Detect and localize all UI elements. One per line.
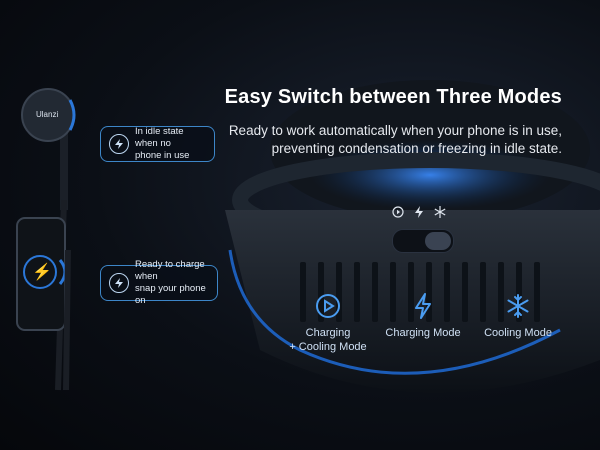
callout-idle: In idle state when no phone in use [100, 126, 215, 162]
device-mode-indicators [392, 206, 446, 221]
device-brand-label: Ulanzi [36, 110, 59, 119]
snowflake-icon [434, 206, 446, 221]
mode-label: Cooling Mode [484, 327, 552, 339]
lightning-icon [414, 206, 424, 221]
lightning-icon [109, 134, 129, 154]
mode-charging: Charging Mode [383, 292, 463, 340]
mode-label: Charging + Cooling Mode [289, 327, 367, 353]
mode-switch[interactable] [392, 229, 454, 253]
lightning-icon [109, 273, 129, 293]
mode-label: Charging Mode [385, 327, 461, 339]
mode-switch-knob[interactable] [425, 232, 451, 250]
callout-charge-text: Ready to charge when snap your phone on [135, 259, 206, 306]
headline: Easy Switch between Three Modes [224, 86, 562, 108]
phone-charge-icon: ⚡ [32, 264, 52, 281]
snowflake-icon [507, 294, 529, 318]
callout-idle-text: In idle state when no phone in use [135, 126, 190, 161]
vent-bars [300, 262, 540, 322]
play-circle-icon [316, 294, 340, 318]
device-phone [16, 217, 71, 391]
mode-charging-cooling: Charging + Cooling Mode [288, 292, 368, 354]
lightning-icon [415, 293, 431, 319]
play-circle-icon [392, 206, 404, 221]
mode-cooling: Cooling Mode [478, 292, 558, 340]
callout-charge: Ready to charge when snap your phone on [100, 259, 218, 306]
subline: Ready to work automatically when your ph… [228, 123, 562, 156]
